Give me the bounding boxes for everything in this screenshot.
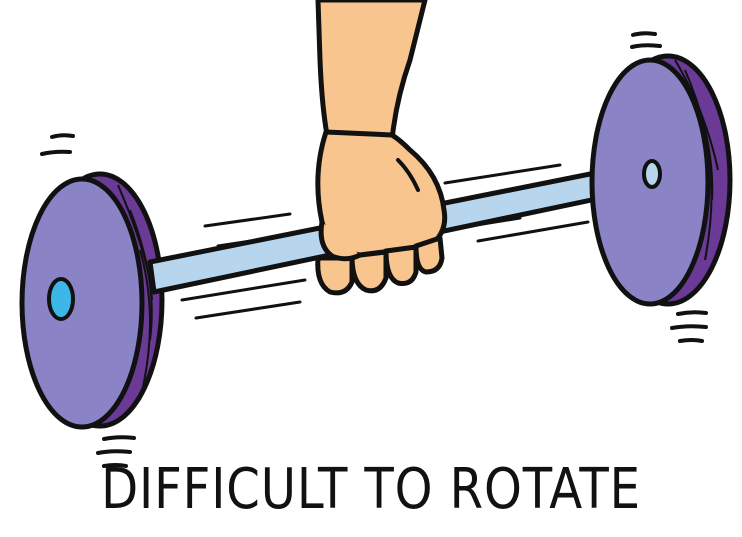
motion-lines-right-top xyxy=(632,33,660,47)
right-plate xyxy=(592,56,730,304)
hand-illustration xyxy=(318,0,445,293)
caption-text: DIFFICULT TO ROTATE xyxy=(52,462,690,518)
left-hub xyxy=(49,279,73,319)
right-rod-end xyxy=(644,161,660,187)
left-plate xyxy=(22,174,162,427)
motion-lines-right-bottom xyxy=(672,312,706,341)
motion-lines-left-top xyxy=(42,135,73,154)
